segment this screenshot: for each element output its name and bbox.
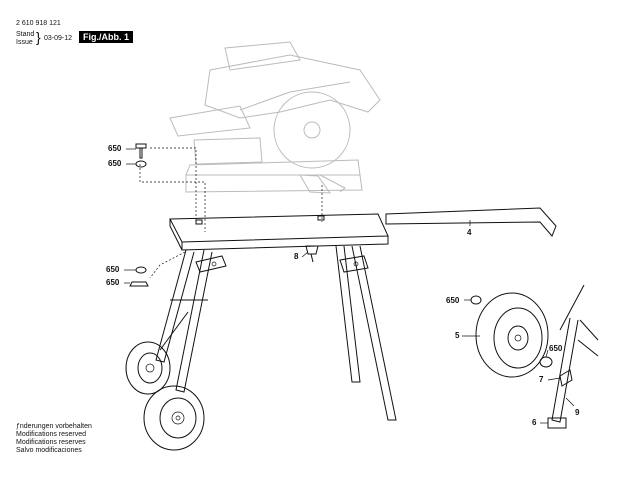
detail-wheel-5 bbox=[475, 292, 549, 378]
callout-650-left-nut: 650 bbox=[106, 265, 120, 274]
bracket-650 bbox=[129, 281, 149, 287]
callout-9: 9 bbox=[575, 408, 580, 417]
callout-650-bolt: 650 bbox=[108, 144, 122, 153]
callout-650-bracket: 650 bbox=[106, 278, 120, 287]
miter-saw-outline bbox=[169, 41, 381, 194]
footer-line-2: Modifications reserved bbox=[16, 431, 87, 438]
rear-wheel bbox=[125, 341, 171, 395]
callout-8: 8 bbox=[294, 252, 299, 261]
table-top bbox=[169, 213, 389, 251]
right-leg-frame bbox=[335, 245, 397, 421]
callout-650-nut: 650 bbox=[108, 159, 122, 168]
issue-date: 03-09-12 bbox=[44, 35, 73, 42]
stand-label: Stand bbox=[16, 31, 35, 38]
callout-650-detail-b: 650 bbox=[549, 344, 563, 353]
bolt-650 bbox=[135, 143, 147, 159]
footer-line-1: ƒnderungen vorbehalten bbox=[16, 423, 92, 430]
front-wheel bbox=[143, 385, 205, 451]
nut-650-top bbox=[135, 160, 147, 168]
callout-5: 5 bbox=[455, 331, 460, 340]
detail-nut-650-b bbox=[539, 356, 553, 368]
figure-label: Fig./Abb. 1 bbox=[79, 31, 133, 43]
part-number: 2 610 918 121 bbox=[16, 20, 61, 27]
nut-650-left bbox=[135, 266, 147, 274]
footer-line-3: Modifications reserves bbox=[16, 439, 86, 446]
knob-8 bbox=[305, 245, 319, 263]
footer-line-4: Salvo modificaciones bbox=[16, 447, 82, 454]
callout-650-detail: 650 bbox=[446, 296, 460, 305]
detail-leg bbox=[547, 317, 599, 429]
callout-7: 7 bbox=[539, 375, 544, 384]
handle-bar bbox=[385, 207, 557, 237]
issue-label: Issue bbox=[16, 39, 33, 46]
detail-nut-650 bbox=[470, 295, 482, 305]
detail-leader-line bbox=[559, 284, 585, 331]
brace: } bbox=[36, 29, 41, 45]
callout-4: 4 bbox=[467, 228, 472, 237]
callout-6: 6 bbox=[532, 418, 537, 427]
left-leg-frame bbox=[155, 249, 227, 393]
